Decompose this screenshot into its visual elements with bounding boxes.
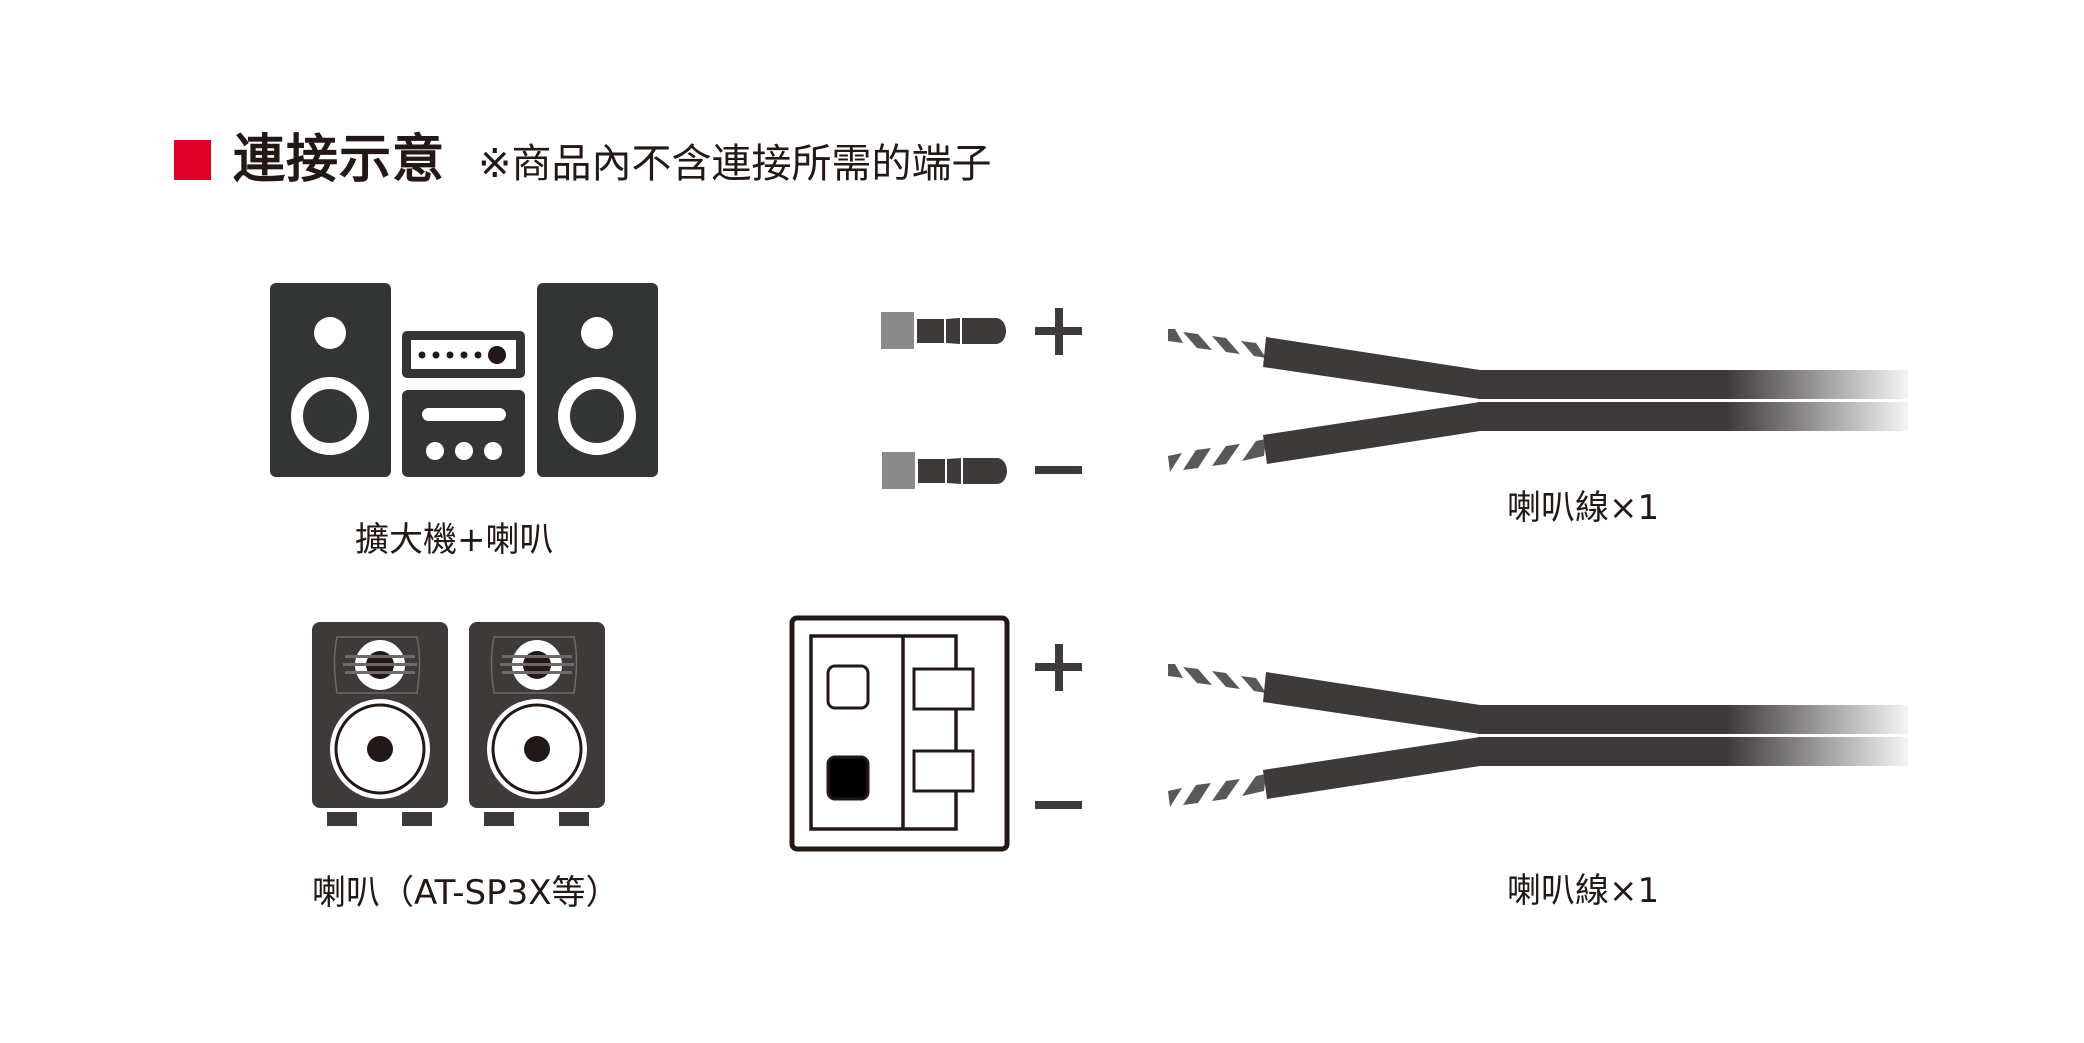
device-label-amplifier-speakers: 擴大機+喇叭 bbox=[355, 520, 554, 560]
title-marker bbox=[174, 140, 211, 180]
bookshelf-speakers-icon bbox=[312, 622, 605, 826]
minus-sign-row1 bbox=[1035, 466, 1082, 474]
cable-label-2: 喇叭線×1 bbox=[1507, 871, 1660, 911]
spring-terminal-icon bbox=[789, 615, 1010, 852]
device-label-bookshelf-speakers: 喇叭（AT-SP3X等） bbox=[312, 873, 620, 913]
stripped-wire-positive bbox=[1168, 664, 1266, 693]
stripped-wire-positive bbox=[1168, 329, 1266, 358]
banana-plug-negative-icon bbox=[882, 452, 1007, 489]
terminal-note: ※商品內不含連接所需的端子 bbox=[478, 141, 992, 187]
cable-strand-positive bbox=[1263, 337, 1480, 399]
cable-jacket-positive bbox=[1478, 705, 1728, 734]
speaker-cable-2 bbox=[1168, 664, 1908, 807]
cable-strand-positive bbox=[1263, 672, 1480, 734]
stereo-system-icon bbox=[270, 283, 658, 477]
cd-player-icon bbox=[402, 390, 525, 477]
cable-fade-negative bbox=[1727, 737, 1908, 766]
cable-strand-negative bbox=[1263, 737, 1480, 799]
banana-plug-positive-icon bbox=[881, 312, 1006, 349]
stripped-wire-negative bbox=[1168, 774, 1266, 807]
cable-strand-negative bbox=[1263, 402, 1480, 464]
cable-label-1: 喇叭線×1 bbox=[1507, 488, 1660, 528]
speaker-cable-1 bbox=[1168, 329, 1908, 472]
cable-jacket-positive bbox=[1478, 370, 1728, 399]
plus-sign-row1 bbox=[1035, 308, 1082, 355]
page-title: 連接示意 bbox=[233, 130, 446, 190]
bookshelf-speaker-left-icon bbox=[312, 622, 448, 826]
cable-fade-positive bbox=[1727, 705, 1908, 734]
minus-sign-row2 bbox=[1035, 801, 1082, 809]
cable-fade-positive bbox=[1727, 370, 1908, 399]
cable-jacket-negative bbox=[1478, 737, 1728, 766]
bookshelf-speaker-right-icon bbox=[469, 622, 605, 826]
cable-jacket-negative bbox=[1478, 402, 1728, 431]
cable-fade-negative bbox=[1727, 402, 1908, 431]
amplifier-icon bbox=[402, 331, 525, 378]
left-speaker-icon bbox=[270, 283, 391, 477]
plus-sign-row2 bbox=[1035, 644, 1082, 691]
stripped-wire-negative bbox=[1168, 439, 1266, 472]
right-speaker-icon bbox=[537, 283, 658, 477]
